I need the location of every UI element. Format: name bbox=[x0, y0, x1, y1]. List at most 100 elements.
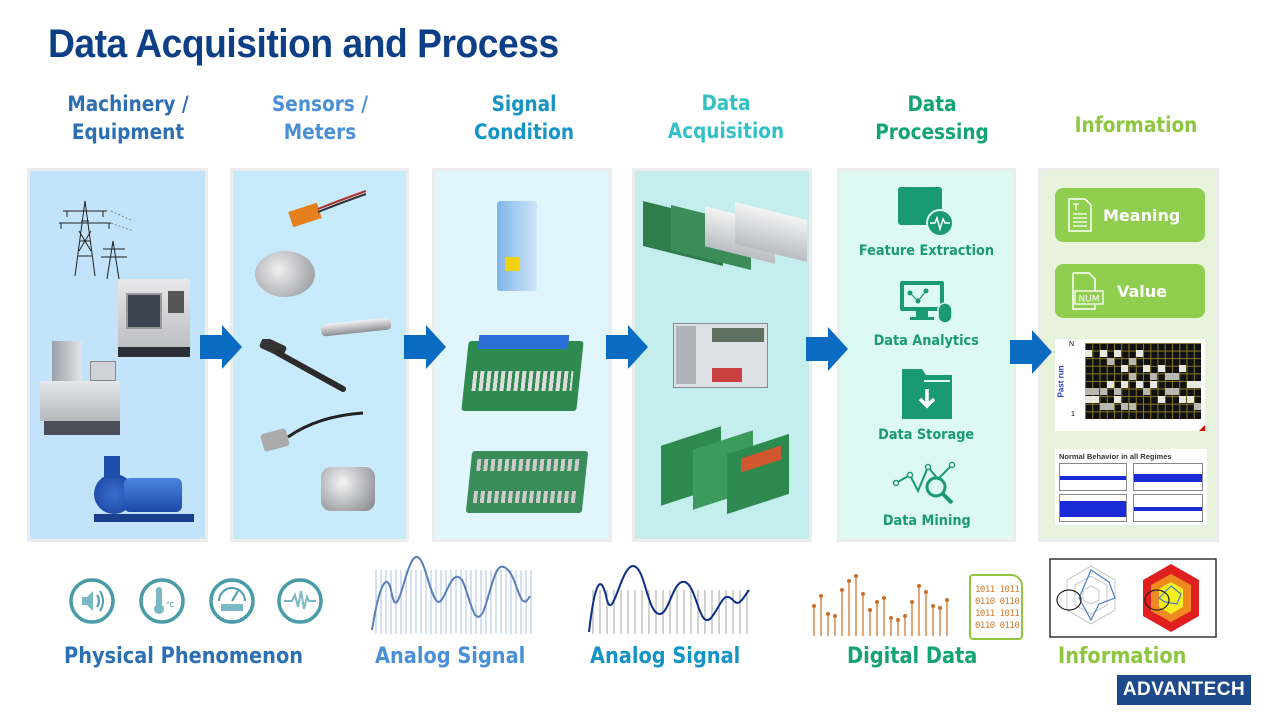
binary-line: 0110 0110 bbox=[975, 597, 1020, 607]
heatmap-cell bbox=[1179, 365, 1187, 373]
processing-item-data-analytics: Data Analytics bbox=[840, 279, 1013, 350]
heatmap-cell bbox=[1114, 395, 1121, 403]
heatmap-cell bbox=[1193, 380, 1201, 388]
heatmap-bottom-tick: 1 bbox=[1071, 411, 1075, 418]
regimes-chart: Normal Behavior in all Regimes bbox=[1055, 449, 1207, 525]
stage-header-line: Information bbox=[1074, 113, 1198, 137]
info-value-label: Value bbox=[1117, 281, 1168, 301]
regime-plot bbox=[1133, 494, 1203, 522]
info-value-button[interactable]: NUM Value bbox=[1055, 264, 1205, 318]
heatmap-top-tick: N bbox=[1069, 341, 1075, 348]
heatmap-cell bbox=[1099, 388, 1107, 396]
digital-sample-point bbox=[833, 614, 837, 618]
digital-sample-point bbox=[847, 579, 851, 583]
data-analytics-icon bbox=[899, 281, 953, 324]
power-tower-image bbox=[59, 200, 134, 280]
heatmap-cell bbox=[1135, 350, 1143, 358]
heatmap-cell bbox=[1099, 350, 1107, 358]
relay-cards-image bbox=[661, 426, 791, 515]
stage-header-information: Information bbox=[1057, 111, 1215, 139]
digital-sample-point bbox=[875, 600, 879, 604]
digital-sample-point bbox=[889, 616, 893, 620]
feature-extraction-icon bbox=[897, 187, 954, 237]
heatmap-cell bbox=[1128, 373, 1136, 380]
info-meaning-button[interactable]: Meaning bbox=[1055, 188, 1205, 242]
heatmap-cell bbox=[1135, 380, 1143, 388]
digital-sample-point bbox=[938, 606, 942, 610]
signal-conditioner-module-image bbox=[497, 201, 537, 291]
heatmap-cell bbox=[1092, 395, 1100, 403]
heatmap-cell bbox=[1172, 373, 1179, 380]
heatmap-ylabel: Past run bbox=[1056, 365, 1066, 398]
heatmap-cell bbox=[1114, 388, 1121, 396]
stage-header-line: Signal bbox=[491, 92, 557, 116]
heatmap-cell bbox=[1186, 395, 1194, 403]
digital-sample-point bbox=[945, 598, 949, 602]
heatmap-cell bbox=[1128, 403, 1136, 411]
stage-header-sensors: Sensors / Meters bbox=[241, 90, 399, 146]
page-title: Data Acquisition and Process bbox=[48, 22, 559, 66]
heatmap-cell bbox=[1114, 350, 1121, 358]
digital-sample-point bbox=[826, 612, 830, 616]
panel-signal-condition bbox=[432, 168, 612, 542]
heatmap-cell bbox=[1186, 380, 1194, 388]
label-analog-signal-raw: Analog Signal bbox=[375, 644, 526, 669]
heatmap-cell bbox=[1157, 365, 1165, 373]
flow-arrow-icon bbox=[806, 327, 848, 371]
stage-header-line: Condition bbox=[473, 120, 574, 144]
wiring-board-image bbox=[465, 451, 589, 513]
processing-item-label: Feature Extraction bbox=[858, 243, 995, 259]
stage-header-line: Data bbox=[907, 92, 957, 116]
daq-module-image bbox=[673, 323, 768, 388]
heatmap-cell bbox=[1172, 388, 1179, 396]
heatmap-cell bbox=[1150, 380, 1158, 388]
data-mining-icon bbox=[892, 461, 955, 505]
digital-sample-point bbox=[840, 588, 844, 592]
digital-sample-point bbox=[910, 600, 914, 604]
heatmap-cell bbox=[1143, 365, 1150, 373]
heatmap-cell bbox=[1092, 388, 1100, 396]
sound-icon bbox=[69, 578, 115, 624]
binary-line: 0110 0110 bbox=[975, 621, 1020, 631]
info-meaning-label: Meaning bbox=[1103, 205, 1181, 225]
heatmap-cell bbox=[1085, 350, 1092, 358]
num-icon-text: NUM bbox=[1078, 295, 1099, 305]
digital-sample-point bbox=[861, 592, 865, 596]
label-analog-signal-conditioned: Analog Signal bbox=[590, 644, 741, 669]
stage-header-data-acquisition: Data Acquisition bbox=[647, 89, 805, 145]
num-file-icon: NUM bbox=[1072, 272, 1104, 310]
stage-header-line: Processing bbox=[875, 120, 989, 144]
panel-sensors bbox=[230, 168, 409, 542]
heatmap-cell bbox=[1150, 373, 1158, 380]
heatmap-cell bbox=[1106, 380, 1114, 388]
heatmap-cell bbox=[1193, 403, 1201, 411]
data-storage-icon bbox=[901, 369, 952, 419]
load-cell-image bbox=[255, 251, 315, 297]
document-text-icon bbox=[1068, 198, 1092, 232]
digital-sample-point bbox=[896, 618, 900, 622]
accelerometer-cable-image bbox=[260, 411, 364, 452]
panel-data-acquisition bbox=[632, 168, 812, 542]
proximity-sensor-image bbox=[320, 317, 392, 337]
lathe-machine-image bbox=[40, 341, 120, 441]
regime-plot bbox=[1059, 463, 1127, 491]
panel-machinery bbox=[27, 168, 208, 542]
vibration-icon bbox=[277, 578, 323, 624]
heatmap-cell bbox=[1106, 357, 1114, 365]
binary-line: 1011 1011 bbox=[975, 609, 1020, 619]
cnc-machine-image bbox=[118, 279, 190, 359]
impact-hammer-image bbox=[259, 339, 346, 392]
advantech-logo: ADVANTECH bbox=[1117, 675, 1251, 705]
digital-sample-point bbox=[924, 590, 928, 594]
digital-sample-point bbox=[868, 608, 872, 612]
stage-header-line: Sensors / bbox=[271, 92, 369, 116]
stage-header-machinery: Machinery / Equipment bbox=[49, 90, 207, 146]
heatmap-cell bbox=[1121, 380, 1129, 388]
digital-sample-point bbox=[812, 604, 816, 608]
label-physical-phenomenon: Physical Phenomenon bbox=[64, 644, 304, 669]
panel-data-processing: Feature Extraction Data Analytics Data S… bbox=[837, 168, 1016, 542]
stage-header-line: Equipment bbox=[71, 120, 185, 144]
water-pump-image bbox=[94, 456, 194, 526]
heatmap-cell bbox=[1179, 395, 1187, 403]
digital-sample-point bbox=[882, 596, 886, 600]
